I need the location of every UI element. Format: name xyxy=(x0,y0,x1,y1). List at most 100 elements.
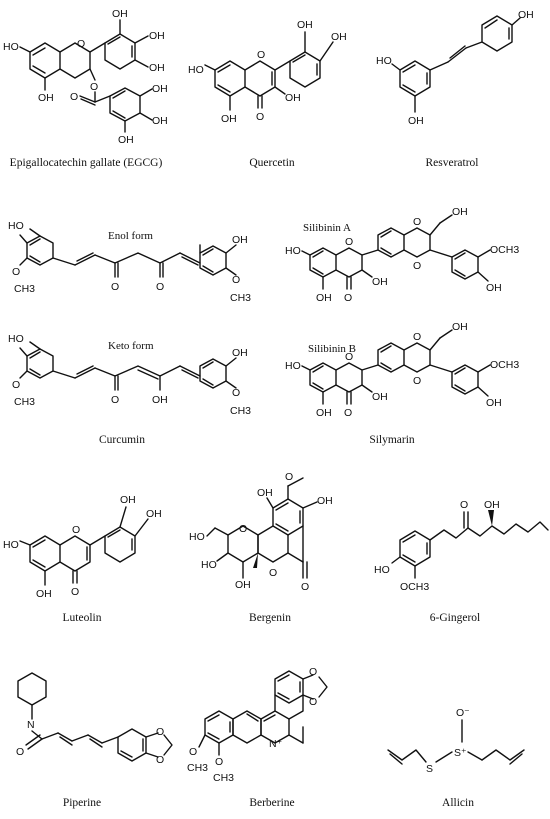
atom-label: OH xyxy=(285,92,301,104)
atom-label: HO xyxy=(188,64,204,76)
atom-label: OH xyxy=(486,397,502,409)
curcumin-keto-form-label: Keto form xyxy=(108,340,154,352)
atom-label: O xyxy=(72,524,80,536)
atom-label: CH3 xyxy=(213,772,234,784)
compound-name-resveratrol: Resveratrol xyxy=(425,157,479,169)
atom-label: O xyxy=(215,756,223,768)
atom-label: O xyxy=(111,281,119,293)
atom-label: OH xyxy=(146,508,162,520)
atom-label: O xyxy=(413,216,421,228)
atom-label: S⁺ xyxy=(454,747,467,759)
atom-label: HO xyxy=(8,333,24,345)
atom-label: O xyxy=(77,38,85,50)
berberine-structure: O O N⁺ O CH3 O CH3 xyxy=(185,655,370,790)
atom-label: O xyxy=(111,394,119,406)
atom-label: O xyxy=(309,696,317,708)
compound-name-bergenin: Bergenin xyxy=(249,612,291,624)
atom-label: O xyxy=(189,746,197,758)
atom-label: OH xyxy=(120,494,136,506)
compound-name-berberine: Berberine xyxy=(249,797,295,809)
atom-label: OH xyxy=(38,92,54,104)
curcumin-keto-structure: HO O CH3 O OH OH O CH3 xyxy=(0,318,275,423)
resveratrol-structure: HO OH OH xyxy=(370,0,550,160)
atom-label: CH3 xyxy=(230,405,251,417)
atom-label: OH xyxy=(235,579,251,591)
atom-label: HO xyxy=(285,245,301,257)
atom-label: O xyxy=(12,379,20,391)
atom-label: OCH3 xyxy=(490,359,519,371)
atom-label: O xyxy=(413,375,421,387)
atom-label: OH xyxy=(221,113,237,125)
atom-label: O xyxy=(309,666,317,678)
silibinin-b-label: Silibinin B xyxy=(308,343,356,355)
atom-label: OH xyxy=(297,19,313,31)
atom-label: OH xyxy=(452,206,468,218)
atom-label: HO xyxy=(201,559,217,571)
atom-label: O xyxy=(239,523,247,535)
atom-label: O xyxy=(90,81,98,93)
atom-label: HO xyxy=(3,41,19,53)
atom-label: OH xyxy=(232,347,248,359)
atom-label: OH xyxy=(452,321,468,333)
bergenin-structure: O OH OH O O O HO HO OH O xyxy=(185,468,365,613)
atom-label: OH xyxy=(152,115,168,127)
atom-label: OH xyxy=(152,83,168,95)
atom-label: OCH3 xyxy=(400,581,429,593)
atom-label: N xyxy=(27,719,35,731)
silibinin-a-label: Silibinin A xyxy=(303,222,351,234)
silibinin-b-structure: O O O OH HO OH O OH OCH3 OH xyxy=(280,320,550,435)
atom-label: OH xyxy=(152,394,168,406)
atom-label: O xyxy=(413,260,421,272)
atom-label: O xyxy=(156,281,164,293)
atom-label: CH3 xyxy=(14,396,35,408)
atom-label: O xyxy=(285,471,293,483)
atom-label: HO xyxy=(285,360,301,372)
allicin-structure: S S⁺ O⁻ xyxy=(370,690,550,790)
atom-label: O xyxy=(269,567,277,579)
compound-name-silymarin: Silymarin xyxy=(369,434,415,446)
atom-label: HO xyxy=(189,531,205,543)
atom-label: O xyxy=(71,586,79,598)
atom-label: OH xyxy=(149,30,165,42)
compound-name-allicin: Allicin xyxy=(442,797,474,809)
curcumin-enol-structure: HO O CH3 O O OH O CH3 xyxy=(0,205,275,310)
atom-label: OH xyxy=(316,292,332,304)
gingerol-structure: O OH HO OCH3 xyxy=(370,478,550,613)
atom-label: O xyxy=(156,754,164,766)
atom-label: O xyxy=(345,351,353,363)
compound-name-egcg: Epigallocatechin gallate (EGCG) xyxy=(9,157,163,169)
atom-label: O xyxy=(344,407,352,419)
quercetin-structure: O OH OH HO OH O OH xyxy=(185,0,365,160)
atom-label: HO xyxy=(374,564,390,576)
atom-label: OH xyxy=(486,282,502,294)
atom-label: OH xyxy=(316,407,332,419)
atom-label: OH xyxy=(257,487,273,499)
compound-name-quercetin: Quercetin xyxy=(249,157,295,169)
atom-label: OH xyxy=(484,499,500,511)
atom-label: O xyxy=(256,111,264,123)
atom-label: HO xyxy=(376,55,392,67)
atom-label: OH xyxy=(118,134,134,146)
atom-label: CH3 xyxy=(14,283,35,295)
atom-label: O xyxy=(232,387,240,399)
atom-label: O⁻ xyxy=(456,707,470,719)
atom-label: OH xyxy=(331,31,347,43)
atom-label: HO xyxy=(3,539,19,551)
compound-name-gingerol: 6-Gingerol xyxy=(429,612,481,624)
atom-label: OH xyxy=(372,391,388,403)
atom-label: CH3 xyxy=(230,292,251,304)
atom-label: O xyxy=(12,266,20,278)
atom-label: O xyxy=(257,49,265,61)
atom-label: OH xyxy=(232,234,248,246)
compound-name-curcumin: Curcumin xyxy=(99,434,145,446)
piperine-structure: N O O O xyxy=(0,655,185,785)
compound-name-piperine: Piperine xyxy=(62,797,102,809)
atom-label: CH3 xyxy=(187,762,208,774)
atom-label: N⁺ xyxy=(269,738,282,750)
atom-label: O xyxy=(70,91,78,103)
atom-label: OH xyxy=(518,9,534,21)
atom-label: HO xyxy=(8,220,24,232)
atom-label: O xyxy=(344,292,352,304)
atom-label: OH xyxy=(36,588,52,600)
